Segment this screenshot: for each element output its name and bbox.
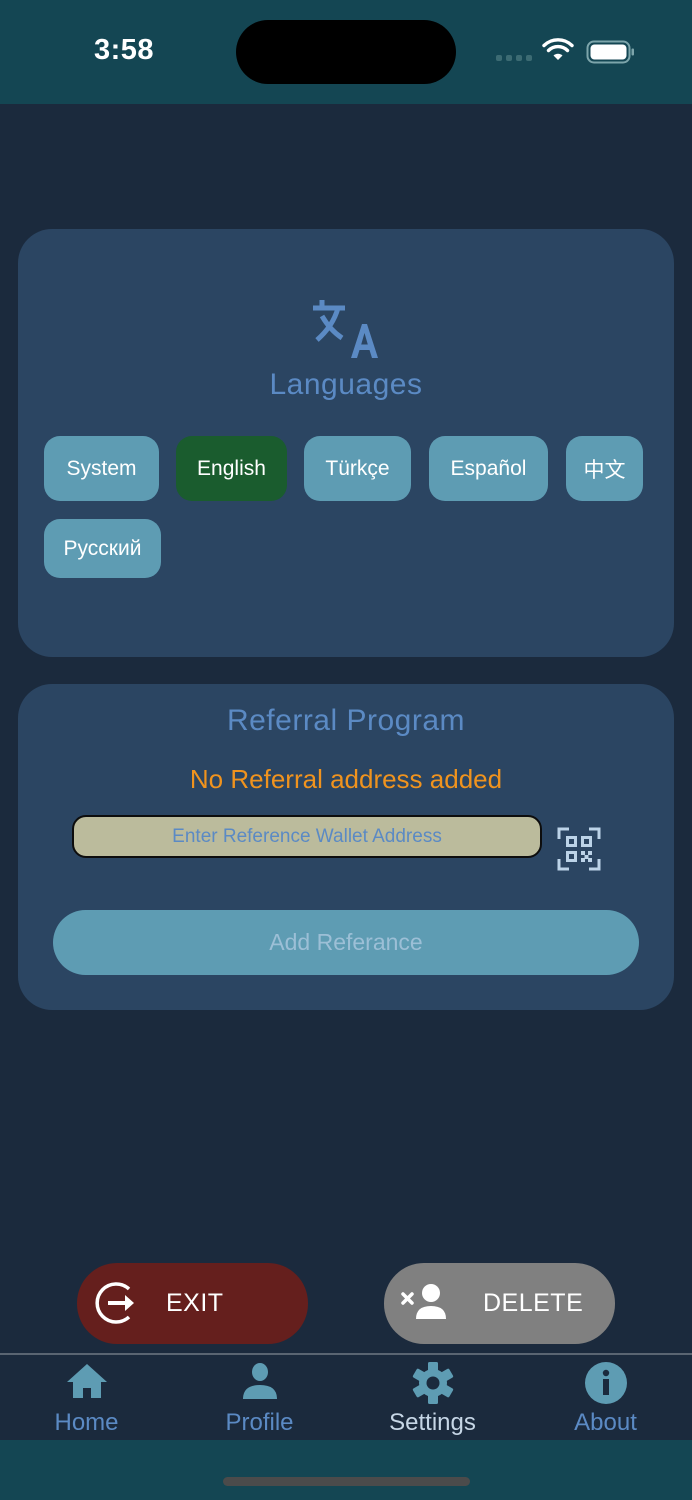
home-indicator[interactable]	[223, 1477, 470, 1486]
home-icon	[66, 1364, 107, 1398]
tab-home[interactable]: Home	[0, 1355, 173, 1440]
tab-profile-label: Profile	[225, 1409, 294, 1436]
language-option-chinese[interactable]: 中文	[566, 436, 643, 501]
person-icon	[242, 1363, 277, 1399]
gear-icon	[412, 1362, 453, 1404]
add-reference-button[interactable]: Add Referance	[53, 910, 639, 975]
status-time: 3:58	[94, 34, 155, 66]
dynamic-island	[236, 20, 456, 84]
referral-title: Referral Program	[226, 704, 466, 737]
language-option-turkish[interactable]: Türkçe	[304, 436, 411, 501]
tab-profile[interactable]: Profile	[173, 1355, 346, 1440]
battery-icon	[586, 40, 634, 64]
qr-scan-icon[interactable]	[557, 827, 601, 871]
tab-settings-label: Settings	[389, 1409, 476, 1436]
language-option-spanish[interactable]: Español	[429, 436, 548, 501]
remove-user-icon	[401, 1284, 446, 1319]
status-bar: 3:58	[0, 0, 692, 104]
tab-home-label: Home	[54, 1409, 119, 1436]
referral-status-text: No Referral address added	[189, 764, 503, 794]
tab-bar: Home Profile Settings	[0, 1355, 692, 1440]
tab-about[interactable]: About	[519, 1355, 692, 1440]
translate-icon	[313, 300, 378, 358]
delete-account-button[interactable]: DELETE	[384, 1263, 615, 1344]
tab-settings[interactable]: Settings	[346, 1355, 519, 1440]
exit-label: EXIT	[166, 1289, 224, 1317]
languages-title: Languages	[269, 368, 423, 401]
tabbar-divider	[0, 1353, 692, 1355]
reference-wallet-input[interactable]	[72, 815, 542, 858]
cellular-signal-icon	[496, 55, 532, 61]
home-indicator-area	[0, 1440, 692, 1500]
delete-label: DELETE	[483, 1289, 584, 1317]
language-option-system[interactable]: System	[44, 436, 159, 501]
info-icon	[584, 1362, 627, 1404]
language-option-english[interactable]: English	[176, 436, 287, 501]
wifi-icon	[542, 38, 574, 60]
language-option-russian[interactable]: Русский	[44, 519, 161, 578]
logout-icon	[95, 1282, 134, 1324]
exit-button[interactable]: EXIT	[77, 1263, 308, 1344]
tab-about-label: About	[574, 1409, 637, 1436]
